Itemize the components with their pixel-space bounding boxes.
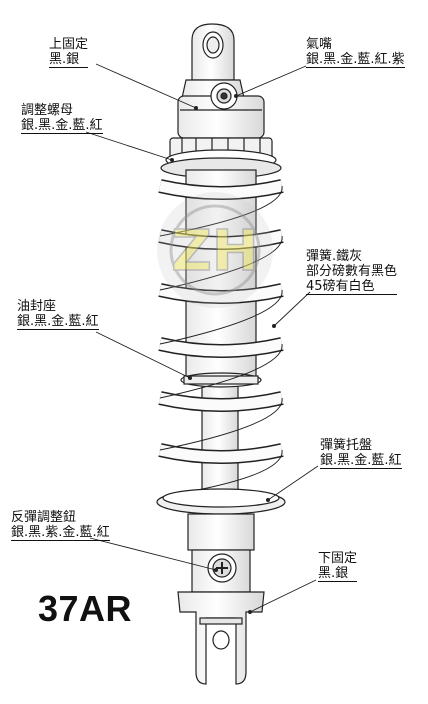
rebound-knob-part	[187, 513, 255, 593]
spring-name: 彈簧.鐵灰	[306, 249, 363, 264]
adjust-nut-name: 調整螺母	[21, 103, 74, 118]
spring-plate-name: 彈簧托盤	[320, 438, 373, 453]
bottom-mount-part	[177, 591, 265, 685]
rebound-knob-options: 銀.黑.紫.金.藍.紅	[11, 525, 110, 541]
spring-part	[158, 179, 284, 497]
rebound-knob-name: 反彈調整鈕	[11, 510, 77, 525]
leader-dots	[170, 94, 276, 614]
air-valve-part	[177, 82, 265, 139]
spring-plate-options: 銀.黑.金.藍.紅	[320, 453, 402, 469]
oil-seal-seat-name: 油封座	[17, 299, 57, 314]
bottom-mount-options: 黑.銀	[318, 566, 358, 582]
top-mount-part	[181, 23, 245, 99]
air-valve-options: 銀.黑.金.藍.紅.紫	[306, 52, 405, 68]
watermark-letters: ZH	[171, 219, 258, 284]
callout-rebound-knob: 反彈調整鈕 銀.黑.紫.金.藍.紅	[11, 510, 110, 541]
leader-lines	[85, 63, 319, 613]
callout-oil-seal-seat: 油封座 銀.黑.金.藍.紅	[17, 299, 99, 330]
model-name: 37AR	[38, 588, 133, 629]
callout-spring-plate: 彈簧托盤 銀.黑.金.藍.紅	[320, 438, 402, 469]
top-mount-name: 上固定	[49, 37, 89, 52]
callout-air-valve: 氣嘴 銀.黑.金.藍.紅.紫	[306, 37, 405, 68]
top-mount-options: 黑.銀	[49, 52, 89, 68]
zh-watermark-logo: ZH	[157, 192, 273, 308]
bottom-mount-name: 下固定	[318, 551, 358, 566]
spring-line2: 部分磅數有黑色	[306, 264, 398, 279]
oil-seal-seat-part	[180, 372, 262, 388]
callout-spring: 彈簧.鐵灰 部分磅數有黑色 45磅有白色	[306, 249, 398, 295]
oil-seal-seat-options: 銀.黑.金.藍.紅	[17, 314, 99, 330]
adjust-nut-options: 銀.黑.金.藍.紅	[21, 118, 103, 134]
callout-top-mount: 上固定 黑.銀	[49, 37, 89, 68]
spring-line3: 45磅有白色	[306, 279, 398, 295]
air-valve-name: 氣嘴	[306, 37, 333, 52]
callout-adjust-nut: 調整螺母 銀.黑.金.藍.紅	[21, 103, 103, 134]
callout-bottom-mount: 下固定 黑.銀	[318, 551, 358, 582]
spring-plate-part	[156, 488, 286, 515]
